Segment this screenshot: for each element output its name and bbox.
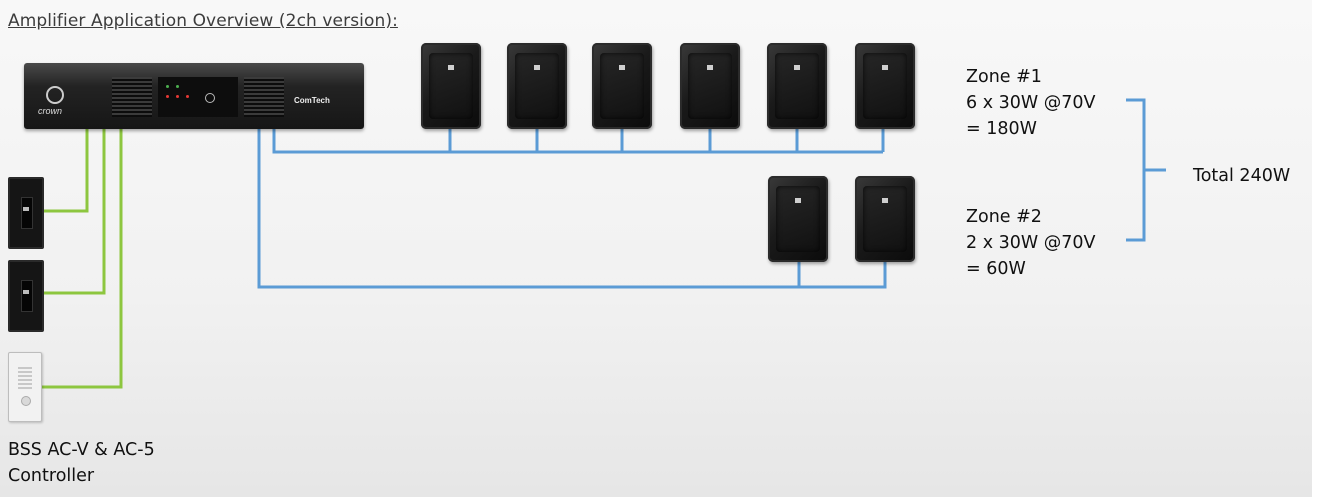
speaker-icon — [507, 43, 567, 129]
controller-label: BSS AC-V & AC-5 Controller — [8, 437, 155, 489]
ac-v-wall-controller-icon — [8, 260, 44, 332]
power-button-icon — [205, 93, 215, 103]
ac-5-wall-controller-icon — [8, 352, 42, 422]
controller-label-line2: Controller — [8, 466, 95, 486]
vent-left — [112, 77, 152, 117]
page-title: Amplifier Application Overview (2ch vers… — [8, 11, 398, 31]
crown-logo-icon — [46, 86, 64, 104]
total-power: Total 240W — [1193, 166, 1291, 186]
zone1-label: Zone #1 6 x 30W @70V = 180W — [966, 64, 1096, 142]
controller-label-line1: BSS AC-V & AC-5 — [8, 440, 155, 460]
amplifier-brand: crown — [38, 106, 63, 116]
speaker-icon — [421, 43, 481, 129]
total-bracket — [1126, 98, 1166, 242]
zone2-label: Zone #2 2 x 30W @70V = 60W — [966, 204, 1096, 282]
speaker-icon — [680, 43, 740, 129]
zone1-spec: 6 x 30W @70V — [966, 93, 1096, 113]
speaker-icon — [592, 43, 652, 129]
zone2-spec: 2 x 30W @70V — [966, 233, 1096, 253]
speaker-icon — [767, 43, 827, 129]
zone2-total: = 60W — [966, 259, 1026, 279]
vent-right — [244, 77, 284, 117]
zone1-speaker-wire — [272, 128, 885, 154]
speaker-icon — [855, 43, 915, 129]
zone2-speaker-wire — [257, 128, 887, 289]
ac-v-wall-controller-icon — [8, 177, 44, 249]
zone1-name: Zone #1 — [966, 67, 1042, 87]
speaker-icon — [768, 176, 828, 262]
front-panel — [158, 77, 238, 117]
control-wires — [40, 128, 123, 389]
speaker-icon — [855, 176, 915, 262]
zone1-total: = 180W — [966, 119, 1037, 139]
amplifier-icon: crown ComTech — [24, 63, 364, 129]
amplifier-model: ComTech — [294, 96, 330, 105]
zone2-name: Zone #2 — [966, 207, 1042, 227]
